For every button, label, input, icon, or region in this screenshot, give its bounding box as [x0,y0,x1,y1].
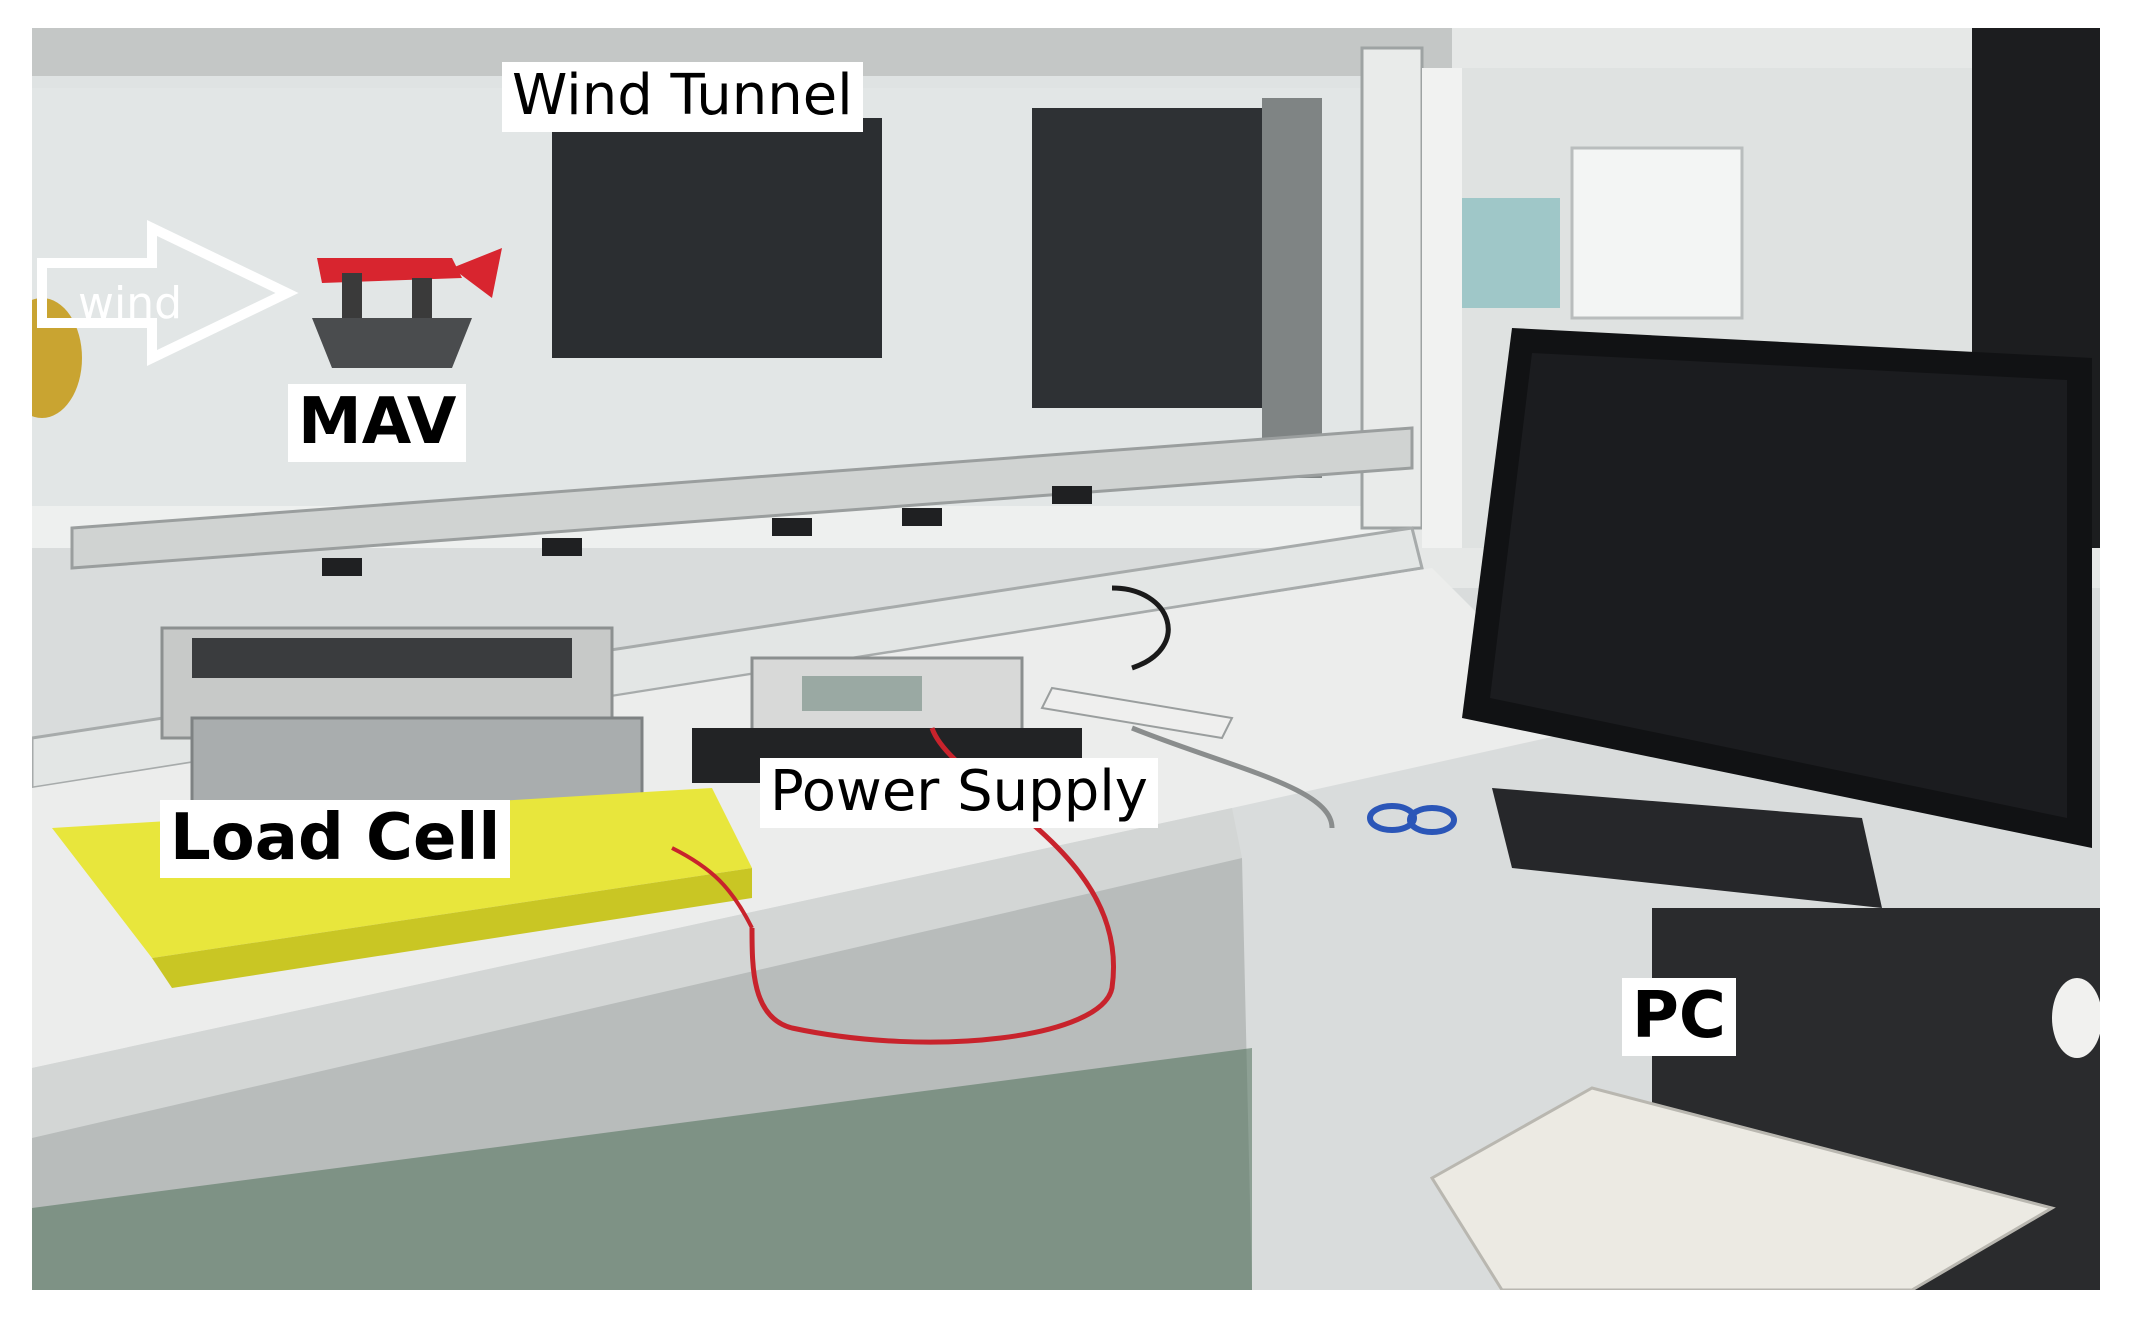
wind-arrow-icon [37,220,299,366]
monitor-stand [1492,788,1882,908]
table-edge [32,808,1242,1138]
lab-photo [32,28,2100,1290]
black-cable [1111,585,1171,671]
wind-label: wind [78,278,183,329]
mav-label: MAV [288,384,467,462]
mav-base [312,318,472,368]
wind-tunnel-label: Wind Tunnel [502,62,863,132]
grey-cable [1131,725,1335,829]
knob [542,538,582,556]
knob [322,558,362,576]
knob [902,508,942,526]
fan-edge [32,298,82,418]
power-strip [1040,686,1234,740]
mouse [2052,978,2100,1058]
notice-paper [1570,146,1744,320]
yellow-foam-edge [152,868,752,988]
tunnel-window-left [552,118,882,358]
red-wire-2 [671,846,754,929]
floor [32,1048,1252,1290]
photo-illustration [32,28,2100,1290]
scissors-handle-2 [1407,805,1457,835]
mav-tail [452,248,502,298]
tunnel-bottom-rail [70,426,1414,570]
knob [772,518,812,536]
monitor-screen [1490,353,2067,818]
knob [1052,486,1092,504]
load-cell-panel [192,638,572,678]
scissors-handle [1367,803,1417,833]
tunnel-upright-2 [1422,68,1462,548]
power-supply-display [802,676,922,711]
pc-label: PC [1622,978,1736,1056]
power-supply-label: Power Supply [760,758,1158,828]
load-cell-label: Load Cell [160,800,511,878]
tunnel-window-right [1032,108,1262,408]
tunnel-honeycomb [1262,98,1322,478]
notice-sign [1460,198,1560,308]
keyboard [1429,1086,2056,1290]
